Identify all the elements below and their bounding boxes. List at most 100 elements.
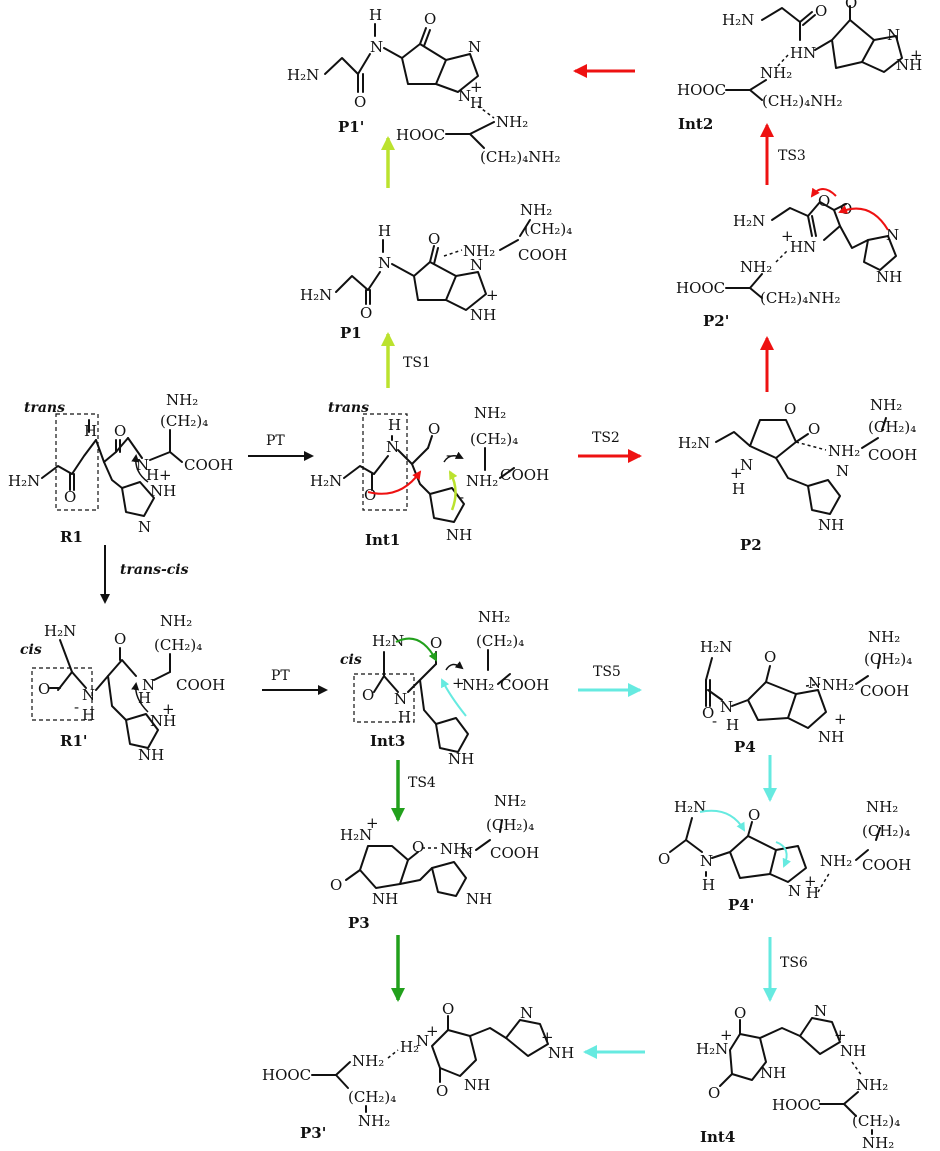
label-r1: R1 xyxy=(60,528,83,546)
svg-text:N: N xyxy=(458,87,471,105)
svg-text:N: N xyxy=(836,462,849,480)
svg-text:NH: NH xyxy=(446,526,472,544)
svg-text:(CH₂)₄: (CH₂)₄ xyxy=(524,220,572,238)
svg-text:N: N xyxy=(700,852,713,870)
molecule-p4p: H₂N O N H O N + H NH₂ (CH₂)₄ NH₂ COOH P4… xyxy=(658,798,911,914)
svg-text:H₂N: H₂N xyxy=(340,826,372,844)
svg-text:(CH₂)₄NH₂: (CH₂)₄NH₂ xyxy=(762,92,843,110)
molecule-p2: H₂N O O N H + N NH NH₂ (CH₂)₄ NH₂ COOH P… xyxy=(678,396,917,554)
molecule-r1p: H₂N cis O N H - O N H NH + NH (CH₂)₄ NH₂… xyxy=(20,612,225,764)
svg-text:N: N xyxy=(136,456,149,474)
label-r1p: R1' xyxy=(60,732,88,750)
svg-text:(CH₂)₄: (CH₂)₄ xyxy=(154,636,202,654)
svg-text:+: + xyxy=(804,872,817,890)
svg-text:(CH₂)₄NH₂: (CH₂)₄NH₂ xyxy=(480,148,561,166)
svg-text:H₂N: H₂N xyxy=(8,472,40,490)
svg-text:O: O xyxy=(808,420,820,438)
svg-text:N: N xyxy=(740,456,753,474)
svg-text:COOH: COOH xyxy=(500,676,549,694)
molecule-p1p: H₂N O N H O N N + H NH₂ HOOC (CH₂)₄NH₂ P… xyxy=(287,6,561,166)
step-ts2: TS2 xyxy=(592,430,620,446)
label-int4: Int4 xyxy=(700,1128,735,1146)
svg-text:N: N xyxy=(82,686,95,704)
svg-text:NH: NH xyxy=(466,890,492,908)
svg-text:COOH: COOH xyxy=(518,246,567,264)
molecule-p2p: H₂N O O HN + N NH NH₂ HOOC (CH₂)₄NH₂ P2' xyxy=(676,187,902,330)
svg-text:H₂N: H₂N xyxy=(678,434,710,452)
svg-text:N: N xyxy=(370,38,383,56)
svg-text:HOOC: HOOC xyxy=(772,1096,821,1114)
svg-text:H₂N: H₂N xyxy=(700,638,732,656)
svg-text:NH: NH xyxy=(464,1076,490,1094)
svg-text:O: O xyxy=(764,648,776,666)
molecule-int2: H₂N O HN O N NH + NH₂ HOOC (CH₂)₄NH₂ Int… xyxy=(677,0,923,133)
step-ts3: TS3 xyxy=(778,148,806,164)
svg-text:H: H xyxy=(732,480,745,498)
svg-text:+: + xyxy=(541,1028,554,1046)
svg-text:H: H xyxy=(378,222,391,240)
svg-text:+: + xyxy=(781,227,794,245)
svg-text:(CH₂)₄: (CH₂)₄ xyxy=(476,632,524,650)
svg-text:NH₂: NH₂ xyxy=(870,396,902,414)
svg-text:O: O xyxy=(708,1084,720,1102)
svg-text:N: N xyxy=(142,676,155,694)
label-p2: P2 xyxy=(740,536,762,554)
svg-text:H: H xyxy=(82,706,95,724)
step-ts4: TS4 xyxy=(408,775,436,791)
svg-text:N: N xyxy=(468,38,481,56)
svg-text:HOOC: HOOC xyxy=(677,81,726,99)
svg-text:+: + xyxy=(162,700,175,718)
svg-text:H₂: H₂ xyxy=(400,1038,419,1056)
label-p3p: P3' xyxy=(300,1124,326,1142)
svg-text:HOOC: HOOC xyxy=(676,279,725,297)
svg-text:N: N xyxy=(416,1032,429,1050)
svg-text:H: H xyxy=(138,689,151,707)
svg-text:N: N xyxy=(394,690,407,708)
svg-text:O: O xyxy=(114,630,126,648)
svg-text:H: H xyxy=(398,708,411,726)
svg-text:O: O xyxy=(64,488,76,506)
svg-text:NH₂: NH₂ xyxy=(462,676,494,694)
svg-text:O: O xyxy=(362,686,374,704)
step-pt-2: PT xyxy=(271,668,290,684)
step-pt-1: PT xyxy=(266,433,285,449)
reaction-arrows xyxy=(100,64,777,1059)
svg-text:H₂N: H₂N xyxy=(310,472,342,490)
svg-text:O: O xyxy=(38,680,50,698)
svg-text:+: + xyxy=(910,46,923,64)
svg-text:+: + xyxy=(366,814,379,832)
svg-text:O: O xyxy=(702,704,714,722)
svg-text:H₂N: H₂N xyxy=(674,798,706,816)
svg-text:NH: NH xyxy=(448,750,474,768)
svg-text:+: + xyxy=(834,710,847,728)
svg-text:O: O xyxy=(330,876,342,894)
svg-text:NH₂: NH₂ xyxy=(520,201,552,219)
svg-text:N: N xyxy=(814,1002,827,1020)
step-trans-cis: trans-cis xyxy=(120,562,189,578)
svg-text:NH₂: NH₂ xyxy=(474,404,506,422)
svg-text:-: - xyxy=(446,446,451,464)
svg-text:H₂N: H₂N xyxy=(287,66,319,84)
svg-text:H₂N: H₂N xyxy=(300,286,332,304)
svg-text:NH₂: NH₂ xyxy=(822,676,854,694)
svg-text:NH: NH xyxy=(470,306,496,324)
molecule-p3p: HOOC NH₂ H₂ N + (CH₂)₄ NH₂ O O NH N NH +… xyxy=(262,1000,574,1142)
svg-text:NH₂: NH₂ xyxy=(352,1052,384,1070)
svg-text:N: N xyxy=(378,254,391,272)
svg-text:+: + xyxy=(730,464,743,482)
svg-text:O: O xyxy=(424,10,436,28)
svg-text:O: O xyxy=(734,1004,746,1022)
label-int3: Int3 xyxy=(370,732,405,750)
svg-text:H₂N: H₂N xyxy=(722,11,754,29)
molecule-p4: H₂N O N H - O N NH + NH₂ (CH₂)₄ NH₂ COOH… xyxy=(700,628,912,756)
svg-text:H: H xyxy=(806,884,819,902)
svg-text:H: H xyxy=(726,716,739,734)
step-ts1: TS1 xyxy=(403,355,431,371)
svg-text:O: O xyxy=(412,838,424,856)
svg-text:NH: NH xyxy=(876,268,902,286)
svg-text:O: O xyxy=(442,1000,454,1018)
svg-text:HN: HN xyxy=(790,44,816,62)
svg-text:NH₂: NH₂ xyxy=(463,242,495,260)
svg-text:H₂N: H₂N xyxy=(696,1040,728,1058)
svg-text:NH: NH xyxy=(896,56,922,74)
